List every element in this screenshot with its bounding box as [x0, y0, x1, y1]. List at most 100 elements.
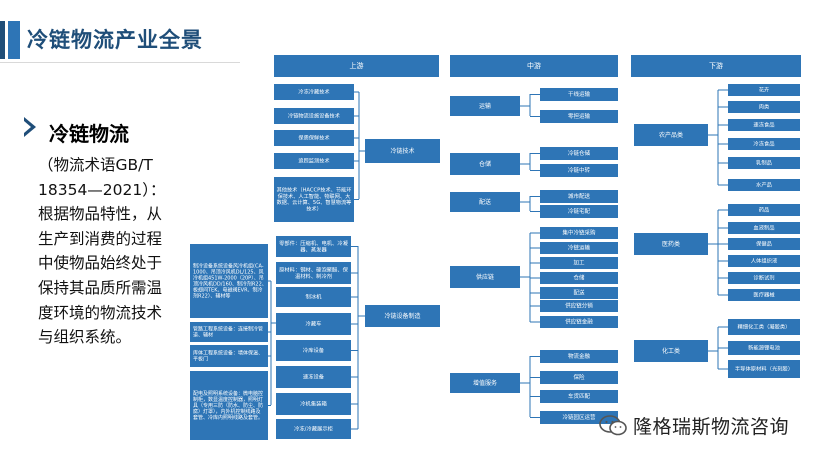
- downstream-item-label: 肉类: [759, 103, 770, 111]
- downstream-item-label: 诊断试剂: [753, 274, 774, 282]
- side-heading: 冷链物流: [49, 122, 129, 146]
- midstream-item: 物流金融: [540, 350, 618, 363]
- definition-line: 中使物品始终处于: [38, 254, 163, 273]
- equipment-note: 配电及照明系统设备：微电脑控制柜，数显温度控制器，照明灯具（专用三防（防水、防尘…: [190, 371, 268, 440]
- header-1: 中游: [450, 55, 618, 77]
- midstream-category-label: 运输: [479, 102, 491, 110]
- definition-line: （物流术语GB/T: [38, 156, 153, 174]
- equipment-note-label: 剂R22）、辅材等: [193, 293, 230, 300]
- midstream-category-rect: [450, 153, 520, 175]
- downstream-item: 冷冻食品: [728, 138, 800, 150]
- equipment-item: 冷冻/冷藏展示柜: [276, 419, 351, 439]
- title-accent-dark: [0, 21, 5, 59]
- midstream-item-label: 冷链运输: [568, 244, 591, 252]
- definition-line: 与组织系统。: [38, 328, 132, 347]
- downstream-category-rect: [634, 340, 708, 362]
- equipment-item-label: 冷库设备: [303, 346, 325, 354]
- header-2: 下游: [631, 55, 801, 77]
- tech-item-rect: [274, 108, 354, 124]
- equipment-note: 库体工程系统设备：墙体保温、平板门: [190, 345, 268, 367]
- tech-hub-label: 冷链技术: [390, 147, 414, 155]
- tech-item-label: 冷链物流设施设备技术: [288, 112, 340, 120]
- midstream-item: 冷链宅配: [540, 205, 618, 218]
- midstream-category-label: 配送: [479, 198, 491, 206]
- header-0-rect: [274, 55, 439, 77]
- midstream-category-rect: [450, 373, 520, 393]
- tech-item: 冷冻冷藏技术: [274, 84, 354, 100]
- midstream-item: 零担运输: [540, 110, 618, 123]
- downstream-item-label: 花卉: [759, 86, 770, 94]
- downstream-item: 精细化工类（凝胶类）: [728, 319, 800, 335]
- downstream-item-rect: [728, 204, 800, 216]
- equipment-item-rect: [276, 262, 351, 284]
- equipment-note-label: 板翅间TEK、电磁阀EVR、制冷: [193, 287, 263, 294]
- downstream-item-rect: [728, 289, 800, 301]
- midstream-item-label: 冷链仓储: [568, 149, 591, 157]
- equipment-item: 冷藏车: [276, 313, 351, 335]
- downstream-item: 乳制品: [728, 157, 800, 169]
- downstream-item: 诊断试剂: [728, 272, 800, 284]
- downstream-item: 药品: [728, 204, 800, 216]
- equipment-note-label: 顶冷风机DD/160、制冷剂R22、: [193, 281, 267, 288]
- equipment-item: 冷机集装箱: [276, 393, 351, 415]
- midstream-item-rect: [540, 164, 618, 177]
- equipment-item: 速冻设备: [276, 366, 351, 388]
- equipment-item-label: 制冰机: [306, 293, 323, 301]
- midstream-item: 冷链园区运营: [540, 411, 618, 424]
- midstream-item: 干线运输: [540, 88, 618, 101]
- equipment-item: 冷库设备: [276, 340, 351, 361]
- definition-line: 生产到消费的过程: [38, 229, 163, 248]
- equipment-item-rect: [276, 393, 351, 415]
- midstream-item: 集中冷链采购: [540, 227, 618, 239]
- watermark: 隆格瑞斯物流咨询: [599, 412, 789, 439]
- equipment-note-label: 套管、冷库内照明线路及套管。: [193, 414, 263, 421]
- downstream-category-rect: [634, 124, 708, 146]
- tech-item-rect: [274, 130, 354, 146]
- midstream-item-label: 城市配送: [568, 192, 591, 200]
- header-1-label: 中游: [527, 61, 541, 70]
- downstream-item-rect: [728, 341, 800, 355]
- equipment-item-label: 冷藏车: [306, 320, 322, 328]
- equipment-note-label: 管路工程系统设备：连接制冷管: [193, 326, 263, 333]
- downstream-item: 医疗器械: [728, 289, 800, 301]
- midstream-category: 运输: [450, 96, 520, 116]
- header-0: 上游: [274, 55, 439, 77]
- midstream-item-label: 零担运输: [568, 112, 591, 120]
- midstream-item-label: 仓储: [573, 274, 585, 282]
- equipment-hub-rect: [365, 305, 440, 327]
- tech-item-label: 保质保鲜技术: [298, 134, 329, 142]
- midstream-item-rect: [540, 205, 618, 218]
- downstream-category-rect: [634, 233, 708, 255]
- downstream-item-rect: [728, 84, 800, 96]
- downstream-category: 化工类: [634, 340, 708, 362]
- tech-item-label: 追踪监测技术: [298, 157, 329, 165]
- equipment-note-rect: [190, 371, 268, 440]
- definition-line: 18354—2021）：: [38, 180, 166, 199]
- equipment-note-rect: [190, 244, 268, 318]
- downstream-category-label: 化工类: [662, 347, 680, 355]
- midstream-item-label: 保险: [573, 373, 585, 381]
- midstream-item: 冷链运输: [540, 242, 618, 254]
- equipment-item-label: 冷冻/冷藏展示柜: [294, 425, 334, 433]
- midstream-item-label: 冷链宅配: [568, 207, 591, 215]
- downstream-item-label: 水产品: [756, 181, 772, 189]
- downstream-item-label: 新能源锂电池: [748, 344, 780, 352]
- midstream-item-label: 供应链分销: [565, 302, 593, 310]
- tech-item-rect: [274, 153, 354, 169]
- downstream-item-rect: [728, 272, 800, 284]
- tech-hub: 冷链技术: [365, 139, 440, 163]
- midstream-category: 增值服务: [450, 373, 520, 393]
- equipment-item-rect: [276, 287, 351, 307]
- midstream-category: 供应链: [450, 266, 520, 288]
- definition-line: 根据物品特性，从: [38, 205, 163, 224]
- equipment-note-label: 平板门: [193, 356, 208, 363]
- title-accent: [8, 21, 20, 59]
- midstream-item-rect: [540, 390, 618, 403]
- midstream-item-rect: [540, 227, 618, 239]
- equipment-note-label: 库体工程系统设备：墙体保温、: [193, 350, 263, 357]
- equipment-item-rect: [276, 236, 351, 257]
